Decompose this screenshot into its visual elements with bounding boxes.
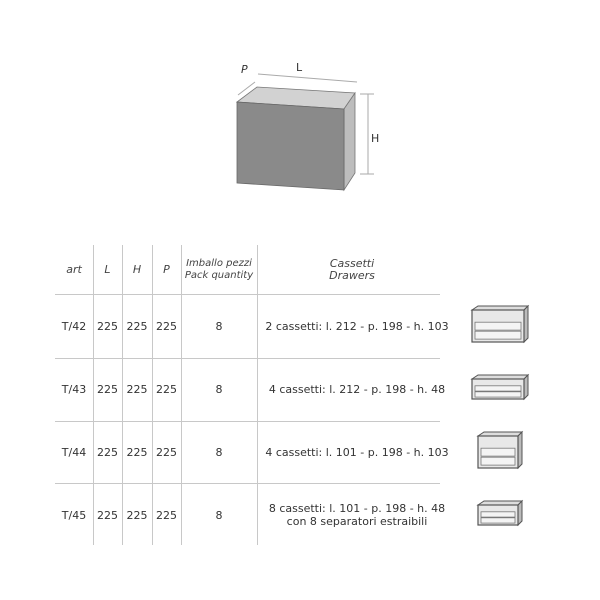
length-dimension-line — [257, 73, 358, 83]
drawer-unit-icon — [470, 304, 530, 344]
drawer-unit-icon — [476, 430, 524, 470]
cell-l: 225 — [97, 445, 118, 459]
cell-h: 225 — [126, 319, 148, 333]
box-front-face — [236, 101, 345, 191]
depth-label: P — [241, 63, 248, 76]
drawer-unit-icon — [476, 499, 524, 527]
cell-p: 225 — [156, 382, 177, 396]
length-label: L — [296, 61, 303, 74]
header-p: P — [163, 263, 170, 276]
cell-drawers: 4 cassetti: l. 212 - p. 198 - h. 48 — [268, 382, 446, 396]
cell-p: 225 — [156, 445, 177, 459]
cell-art: T/44 — [61, 445, 87, 459]
cell-drawers: 2 cassetti: l. 212 - p. 198 - h. 103 — [265, 319, 449, 333]
cell-h: 225 — [126, 382, 148, 396]
height-label: H — [371, 132, 380, 145]
header-art: art — [66, 263, 82, 276]
cell-p: 225 — [156, 508, 177, 522]
cell-l: 225 — [97, 319, 118, 333]
header-l: L — [104, 263, 111, 276]
cell-pack: 8 — [215, 319, 223, 333]
cell-l: 225 — [97, 508, 118, 522]
cell-p: 225 — [156, 319, 177, 333]
box-side-face — [343, 91, 356, 192]
cell-pack: 8 — [215, 382, 223, 396]
header-h: H — [132, 263, 142, 276]
cell-drawers: 4 cassetti: l. 101 - p. 198 - h. 103 — [265, 445, 449, 459]
cell-art: T/45 — [61, 508, 87, 522]
cell-pack: 8 — [215, 445, 223, 459]
depth-dimension-line — [237, 81, 256, 96]
cell-art: T/43 — [61, 382, 87, 396]
box-dimension-diagram — [235, 73, 374, 192]
cell-pack: 8 — [215, 508, 223, 522]
cell-l: 225 — [97, 382, 118, 396]
cell-h: 225 — [126, 445, 148, 459]
cell-art: T/42 — [61, 319, 87, 333]
drawer-unit-icon — [470, 373, 530, 401]
cell-h: 225 — [126, 508, 148, 522]
